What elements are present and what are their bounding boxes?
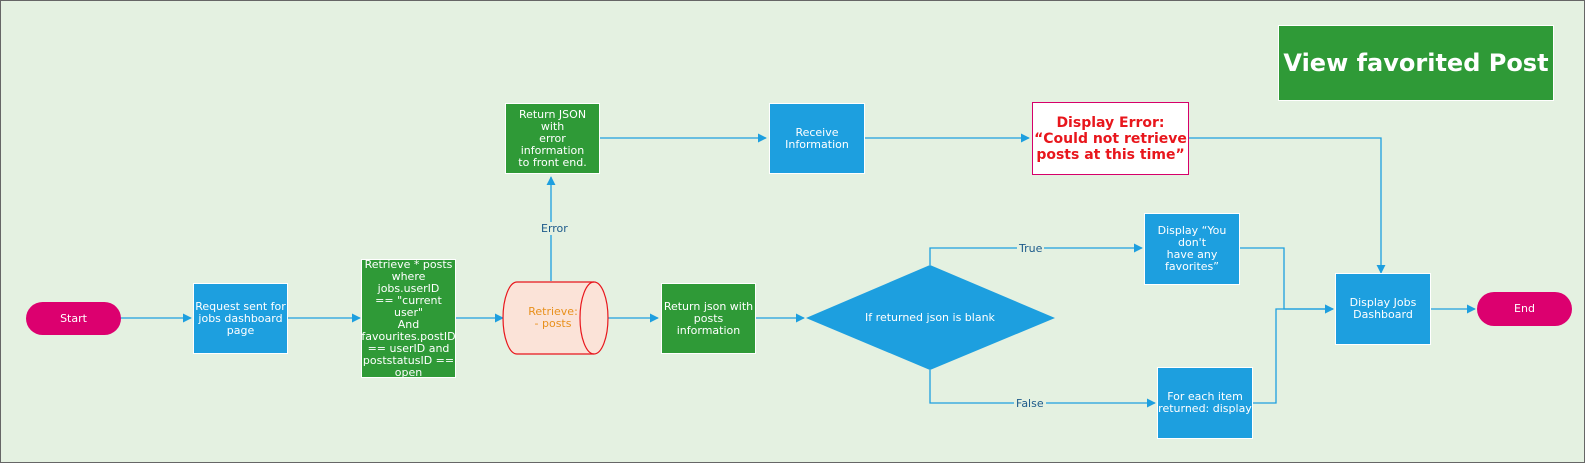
request-sent-box: Request sent for jobs dashboard page bbox=[193, 283, 288, 354]
return-json-posts-box: Return json with posts information bbox=[661, 283, 756, 354]
edge-label-error: Error bbox=[539, 222, 570, 235]
edge-no-favorites-dashboard bbox=[1238, 247, 1334, 314]
edge-label-false: False bbox=[1014, 397, 1046, 410]
start-terminal: Start bbox=[26, 302, 121, 335]
edge-for-each-dashboard bbox=[1250, 304, 1334, 404]
display-jobs-dashboard-box: Display Jobs Dashboard bbox=[1335, 273, 1431, 345]
edge-display-error-dashboard bbox=[1187, 137, 1386, 274]
end-terminal: End bbox=[1477, 292, 1572, 326]
receive-information-box: Receive Information bbox=[769, 103, 865, 174]
diagram-title: View favorited Post bbox=[1278, 25, 1554, 101]
edge-decision-true bbox=[929, 243, 1143, 265]
edge-decision-false bbox=[929, 370, 1156, 408]
no-favorites-box: Display “You don't have any favorites” bbox=[1144, 213, 1240, 285]
edge-label-true: True bbox=[1017, 242, 1045, 255]
decision-label: If returned json is blank bbox=[865, 311, 995, 324]
display-error-box: Display Error: “Could not retrieve posts… bbox=[1032, 102, 1189, 175]
return-json-error-box: Return JSON with error information to fr… bbox=[505, 103, 600, 174]
database-cylinder bbox=[502, 281, 609, 355]
for-each-item-box: For each item returned: display bbox=[1157, 367, 1253, 439]
database-label: Retrieve: - posts bbox=[528, 305, 578, 330]
retrieve-query-box: Retrieve * posts where jobs.userID == "c… bbox=[361, 257, 456, 379]
decision-diamond bbox=[806, 265, 1055, 370]
